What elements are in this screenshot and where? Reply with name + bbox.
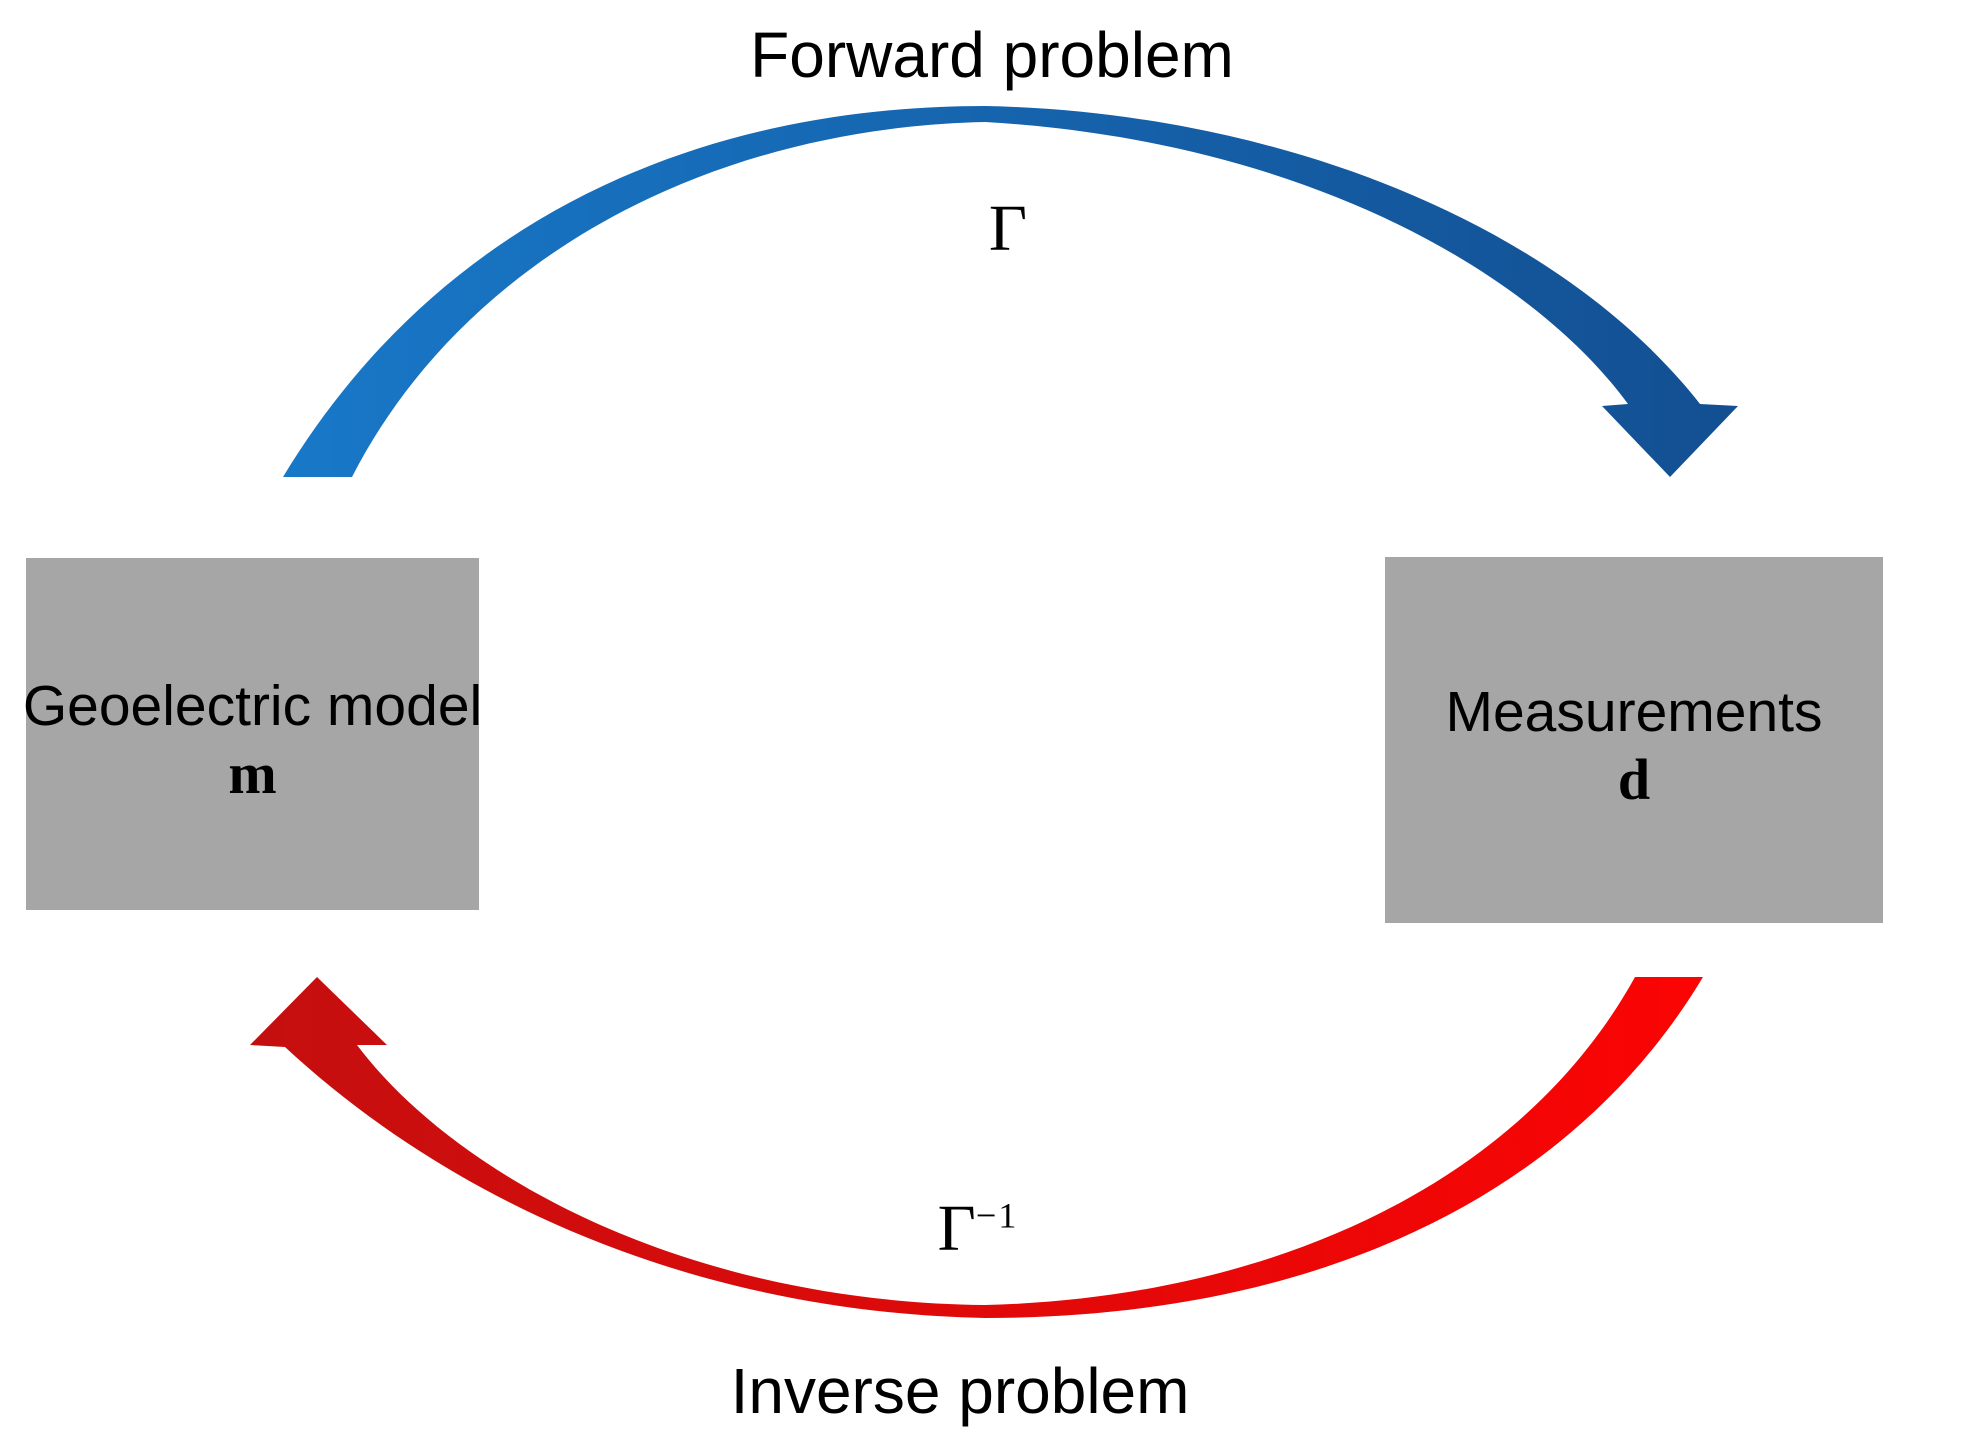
geoelectric-model-label: Geoelectric model [22, 673, 483, 738]
inverse-operator-base: Γ [937, 1192, 976, 1265]
forward-arrow [283, 106, 1738, 477]
measurements-label: Measurements [1445, 679, 1823, 744]
forward-operator-label: Γ [989, 196, 1027, 262]
geoelectric-model-symbol: m [228, 741, 277, 807]
forward-operator-base: Γ [988, 192, 1028, 265]
inverse-operator-exponent: −1 [975, 1195, 1019, 1236]
inverse-arrow [250, 977, 1703, 1318]
geoelectric-model-box: Geoelectric model m [22, 558, 483, 910]
inverse-problem-label: Inverse problem [730, 1355, 1190, 1427]
forward-problem-label: Forward problem [750, 19, 1234, 91]
measurements-box: Measurements d [1385, 557, 1883, 923]
inverse-operator-label: Γ−1 [938, 1196, 1019, 1262]
measurements-symbol: d [1617, 747, 1651, 813]
